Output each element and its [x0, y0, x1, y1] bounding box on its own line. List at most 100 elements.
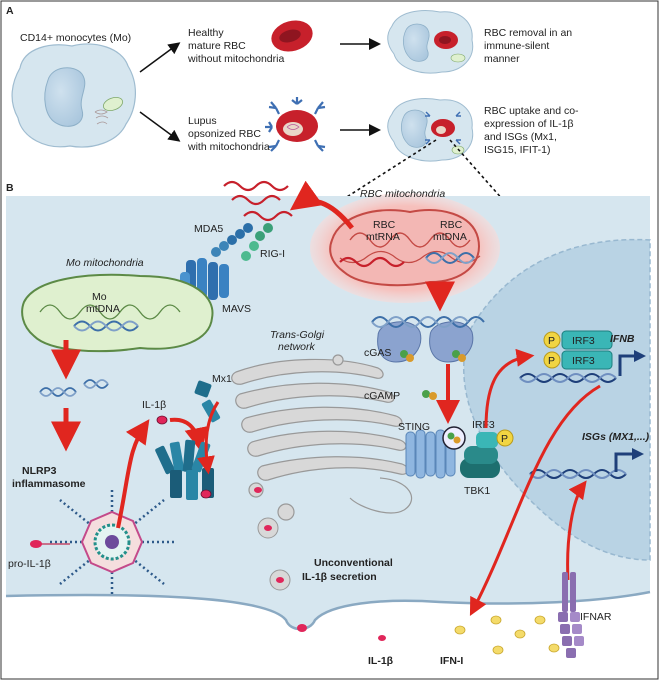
ifnar-label: IFNAR — [580, 611, 612, 623]
cgamp-label: cGAMP — [364, 390, 400, 402]
cgas-label: cGAS — [364, 347, 391, 359]
phospho-n1-label: P — [548, 335, 555, 347]
phospho-cyto-label: P — [501, 433, 508, 445]
monocyte-uptake-cell — [387, 98, 474, 162]
rigi-label: RIG-I — [260, 248, 285, 260]
extracellular-space — [6, 588, 650, 676]
removal-text: RBC removal in an immune-silent manner — [484, 27, 572, 65]
arrow-mtrna-release — [289, 180, 354, 230]
ifnb-promoter-arrow — [618, 354, 636, 376]
lupus-rbc-text: Lupus opsonized RBC with mitochondria — [187, 115, 270, 153]
il1b-in-mx1 — [200, 489, 212, 499]
sting-complex — [405, 426, 466, 479]
irf3-n2-label: IRF3 — [572, 355, 595, 367]
phospho-n2-label: P — [548, 355, 555, 367]
arrow-irf3-translocation — [484, 348, 535, 429]
irf3-cyto — [476, 432, 498, 448]
panel-b-label: B — [6, 182, 14, 194]
irf3-dimer — [543, 330, 613, 370]
il1b-vesicle-1 — [254, 487, 262, 493]
arrow-to-healthy — [139, 42, 181, 73]
il1b-vesicle-2 — [264, 525, 272, 531]
arrow-ifnar-to-isgs — [566, 480, 587, 581]
il1b-molecule — [156, 415, 168, 425]
nlrp3-label: NLRP3 inflammasome — [12, 465, 86, 490]
monocyte-cell — [11, 43, 136, 148]
svg-text:IL-1β secretion: IL-1β secretion — [302, 571, 377, 583]
rbc-mtrna — [339, 256, 405, 268]
svg-text:RBC uptake and co-: RBC uptake and co- — [484, 105, 579, 117]
svg-text:with mitochondria: with mitochondria — [187, 141, 270, 153]
mx1-complex — [155, 380, 221, 500]
svg-text:NLRP3: NLRP3 — [22, 465, 57, 477]
plasma-membrane — [5, 590, 651, 631]
il1b-extracellular — [378, 635, 386, 641]
monocyte-label: CD14+ monocytes (Mo) — [20, 32, 131, 44]
tbk1 — [460, 446, 500, 478]
sting-label: STING — [398, 421, 430, 433]
svg-text:without mitochondria: without mitochondria — [187, 53, 284, 65]
mo-mtdna-label: Mo mtDNA — [86, 291, 120, 315]
ifnb-dna — [519, 373, 617, 383]
pro-il1b-label: pro-IL-1β — [8, 558, 51, 570]
rbc-mito-label: RBC mitochondria — [360, 188, 445, 200]
svg-text:mtDNA: mtDNA — [433, 231, 467, 243]
healthy-rbc — [271, 20, 313, 52]
monocyte-removal-cell — [387, 10, 474, 74]
isgs-arrowhead — [632, 448, 644, 460]
svg-text:Lupus: Lupus — [188, 115, 217, 127]
svg-text:RBC removal in an: RBC removal in an — [484, 27, 572, 39]
healthy-rbc-text: Healthy mature RBC without mitochondria — [187, 27, 284, 65]
svg-text:inflammasome: inflammasome — [12, 478, 86, 490]
mda5-receptor — [211, 223, 253, 257]
rigi-receptor — [241, 223, 273, 261]
rbc-mtrna-label: RBC mtRNA — [366, 219, 400, 243]
opsonized-rbc — [265, 97, 326, 152]
svg-text:RBC: RBC — [373, 219, 396, 231]
isgs-dna — [529, 469, 627, 479]
nucleus — [463, 238, 651, 561]
svg-text:mtDNA: mtDNA — [86, 303, 120, 315]
phospho-cyto — [496, 429, 514, 447]
panel-a-label: A — [6, 5, 14, 17]
cgas-complex — [371, 316, 485, 363]
released-mtrna — [223, 180, 293, 222]
svg-text:expression of IL-1β: expression of IL-1β — [484, 118, 574, 130]
il1b-out-label: IL-1β — [368, 655, 394, 667]
svg-text:Unconventional: Unconventional — [314, 557, 393, 569]
zoom-line-left — [341, 139, 437, 201]
svg-text:Trans-Golgi: Trans-Golgi — [270, 329, 325, 341]
svg-text:manner: manner — [484, 53, 520, 65]
il1b-vesicle-3 — [276, 577, 284, 583]
arrow-mx1-interaction — [197, 401, 220, 475]
cgamp-molecule — [422, 390, 437, 400]
arrow-il1b-to-mx1 — [169, 417, 209, 452]
isgs-label: ISGs (MX1,...) — [582, 431, 650, 443]
rbc-mtdna-label: RBC mtDNA — [433, 219, 467, 243]
irf3-cyto-label: IRF3 — [472, 419, 495, 431]
il1b-label: IL-1β — [142, 399, 166, 411]
ifn-i-molecules — [454, 615, 560, 655]
pro-il1b — [30, 540, 42, 548]
mo-mtdna — [73, 320, 139, 332]
nlrp3-inflammasome — [50, 488, 174, 596]
svg-text:immune-silent: immune-silent — [484, 40, 549, 52]
released-mo-mtdna — [39, 379, 109, 397]
rbc-mtdna — [425, 252, 475, 264]
uptake-text: RBC uptake and co- expression of IL-1β a… — [484, 105, 579, 156]
mo-mito-label: Mo mitochondria — [66, 257, 144, 269]
svg-text:RBC: RBC — [440, 219, 463, 231]
svg-text:Mo: Mo — [92, 291, 107, 303]
svg-text:opsonized RBC: opsonized RBC — [188, 128, 261, 140]
svg-text:and ISGs (Mx1,: and ISGs (Mx1, — [484, 131, 557, 143]
unconventional-secretion-label: Unconventional IL-1β secretion — [302, 557, 393, 583]
svg-text:mature RBC: mature RBC — [188, 40, 246, 52]
arrow-il1b-cleavage — [116, 419, 150, 529]
svg-text:Healthy: Healthy — [188, 27, 224, 39]
arrow-to-lupus — [139, 111, 181, 142]
svg-text:network: network — [278, 341, 316, 353]
ifnb-label: IFNB — [610, 333, 635, 345]
mo-mitochondria — [21, 273, 214, 353]
